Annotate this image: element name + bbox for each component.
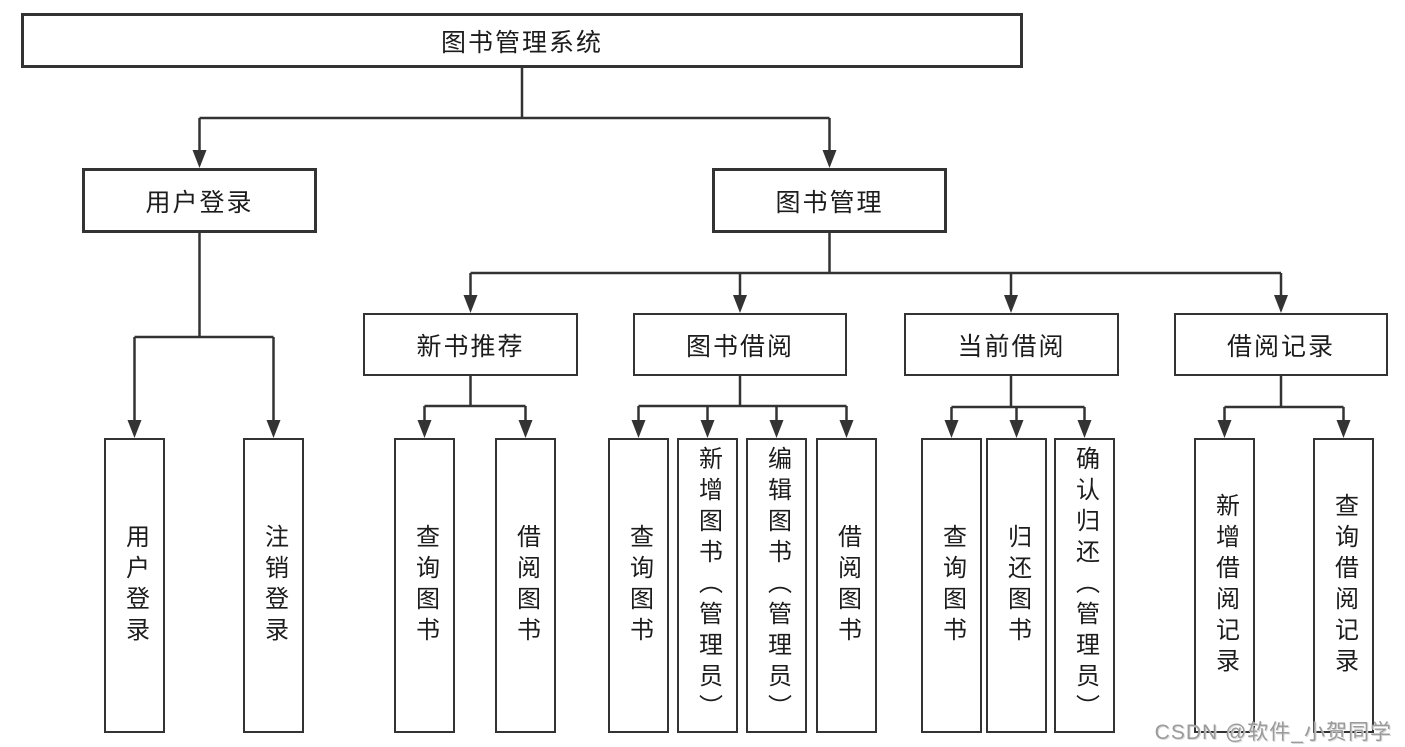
leaf-confirm-return-admin: 确认归还（管理员） [1054, 438, 1115, 733]
leaf-logout: 注销登录 [243, 438, 304, 733]
node-current-borrowing: 当前借阅 [904, 313, 1119, 376]
leaf-query-books-borrowing: 查询图书 [608, 438, 669, 733]
node-book-management: 图书管理 [712, 168, 947, 233]
leaf-borrow-books-recommend: 借阅图书 [495, 438, 556, 733]
leaf-query-borrow-record: 查询借阅记录 [1313, 438, 1374, 733]
leaf-add-borrow-record: 新增借阅记录 [1194, 438, 1255, 733]
leaf-add-books-admin: 新增图书（管理员） [677, 438, 738, 733]
leaf-return-books: 归还图书 [986, 438, 1047, 733]
leaf-add-books-admin-label: 新增图书（管理员） [694, 446, 722, 725]
leaf-edit-books-admin-label: 编辑图书（管理员） [763, 446, 791, 725]
leaf-query-books-borrowing-label: 查询图书 [625, 523, 653, 648]
leaf-query-books-current-label: 查询图书 [938, 523, 966, 648]
leaf-user-login-label: 用户登录 [121, 523, 149, 648]
leaf-logout-label: 注销登录 [260, 523, 288, 648]
leaf-user-login: 用户登录 [104, 438, 165, 733]
node-user-login: 用户登录 [82, 168, 317, 233]
leaf-query-books-recommend-label: 查询图书 [411, 523, 439, 648]
watermark: CSDN @软件_小贺同学 [1154, 721, 1392, 744]
leaf-borrow-books: 借阅图书 [816, 438, 877, 733]
node-new-book-recommend: 新书推荐 [363, 313, 578, 376]
leaf-add-borrow-record-label: 新增借阅记录 [1211, 492, 1239, 679]
connector-stems [133, 68, 1345, 422]
leaf-borrow-books-recommend-label: 借阅图书 [512, 523, 540, 648]
node-book-borrowing: 图书借阅 [633, 313, 847, 376]
leaf-confirm-return-admin-label: 确认归还（管理员） [1071, 446, 1099, 725]
leaf-return-books-label: 归还图书 [1003, 523, 1031, 648]
arrowhead-icons [127, 150, 1351, 438]
leaf-borrow-books-label: 借阅图书 [833, 523, 861, 648]
node-library-system: 图书管理系统 [21, 13, 1023, 68]
leaf-query-books-current: 查询图书 [921, 438, 982, 733]
leaf-query-borrow-record-label: 查询借阅记录 [1330, 492, 1358, 679]
leaf-edit-books-admin: 编辑图书（管理员） [746, 438, 807, 733]
leaf-query-books-recommend: 查询图书 [394, 438, 455, 733]
node-borrowing-records: 借阅记录 [1174, 313, 1388, 376]
